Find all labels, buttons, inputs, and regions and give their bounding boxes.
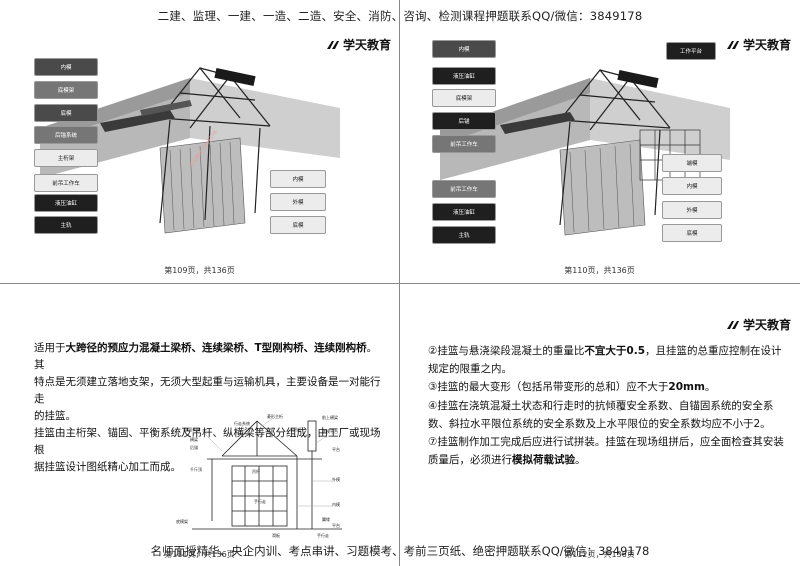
page-number: 第109页，共136页: [164, 266, 235, 275]
label-work-platform: 工作平台: [666, 42, 716, 60]
diagram-label: 吊杆: [252, 468, 260, 474]
label-inner-form-right: 内模: [270, 170, 326, 188]
label-bottom-form: 底模: [34, 104, 98, 122]
slide-109: 学天教育 学天教育 3849178 内模 底模架 底模 后锚系统 主桁架 前吊工…: [0, 0, 399, 283]
text-line-5: 据挂篮设计图纸精心加工而成。: [34, 461, 181, 473]
hanging-basket-photo: 学天教育 3849178: [40, 67, 340, 234]
brand-mark-icon: [726, 320, 739, 329]
footer-note: 名师面授精华、央企内训、考点串讲、习题模考、考前三页纸、绝密押题联系QQ/微信：…: [150, 544, 650, 558]
label-main-truss: 主桁架: [34, 149, 98, 167]
diagram-label: 底模平台: [322, 428, 338, 434]
diagram-label: 后锚: [190, 444, 198, 450]
diagram-label: 行走系统: [234, 420, 250, 426]
diagram-label: 手行走: [254, 498, 266, 504]
text-line-1: 适用于大跨径的预应力混凝土梁桥、连续梁桥、T型刚构桥、连续刚构桥。其: [34, 342, 378, 371]
brand-mark-icon: [326, 40, 339, 49]
label-front-hanger-a: 前吊工作车: [432, 135, 496, 153]
diagram-label: 底模架: [176, 518, 188, 524]
label-outer-form-right: 外模: [662, 201, 722, 219]
diagram-label: 菱形主桁: [267, 413, 283, 419]
diagram-label: 平台: [332, 522, 340, 528]
label-main-rail: 主轨: [432, 226, 496, 244]
requirement-safety-factors: ④挂篮在浇筑混凝土状态和行走时的抗倾覆安全系数、自锚固系统的安全系数、斜拉水平限…: [428, 399, 774, 430]
label-hydraulic-cylinder: 液压油缸: [432, 203, 496, 221]
diagram-label: 翼缘: [322, 516, 330, 522]
page-number: 第112页，共136页: [564, 550, 635, 559]
label-end-form: 端模: [662, 154, 722, 172]
requirement-max-deformation: ③挂篮的最大变形（包括吊带变形的总和）应不大于20mm。: [428, 381, 716, 394]
label-front-hanger-b: 前吊工作车: [432, 180, 496, 198]
label-inner-form-right: 内模: [662, 177, 722, 195]
diagram-label: 前吊杆: [290, 426, 302, 432]
intro-paragraph: 适用于大跨径的预应力混凝土梁桥、连续梁桥、T型刚构桥、连续刚构桥。其 特点是无须…: [34, 340, 384, 476]
label-bottom-form-right: 底模: [662, 224, 722, 242]
text-line-3: 的挂篮。: [34, 410, 76, 422]
diagram-label: 千斤顶: [190, 466, 202, 472]
text-line-2: 特点是无须建立落地支架，无须大型起重与运输机具，主要设备是一对能行走: [34, 376, 381, 405]
label-hydraulic-cylinder: 液压油缸: [34, 194, 98, 212]
brand-name: 学天教育: [742, 38, 791, 52]
label-bottom-form-frame: 底模架: [432, 89, 496, 107]
label-bottom-form-frame: 底模架: [34, 81, 98, 99]
requirements-text: ②挂篮与悬浇梁段混凝土的重量比不宜大于0.5，且挂篮的总重应控制在设计规定的限重…: [428, 342, 788, 469]
label-rear-anchor: 后锚系统: [34, 126, 98, 144]
slide-112: 学天教育 ②挂篮与悬浇梁段混凝土的重量比不宜大于0.5，且挂篮的总重应控制在设计…: [400, 284, 799, 566]
diagram-label: 前上横梁: [322, 414, 338, 420]
diagram-label: 锚固系统: [184, 426, 200, 432]
brand-logo: 学天教育: [726, 36, 791, 53]
label-hydraulic-cylinder-top: 液压油缸: [432, 67, 496, 85]
brand-mark-icon: [726, 40, 739, 49]
diagram-label: 手行走: [317, 532, 329, 538]
text-line-4: 挂篮由主桁架、锚固、平衡系统及吊杆、纵横梁等部分组成，由工厂或现场根: [34, 427, 381, 456]
brand-name: 学天教育: [742, 318, 791, 332]
diagram-label: 外模: [332, 476, 340, 482]
label-main-rail: 主轨: [34, 216, 98, 234]
label-inner-form: 内模: [34, 58, 98, 76]
label-inner-form: 内模: [432, 40, 496, 58]
diagram-label: 滑板: [272, 532, 280, 538]
hanging-basket-diagram: 菱形主桁 行走系统 锚固系统 横梁 后锚 前吊杆 前上横梁 底模平台 平台 外模…: [176, 413, 342, 538]
brand-logo: 学天教育: [326, 36, 391, 53]
brand-logo: 学天教育: [726, 316, 791, 333]
diagram-label: 平台: [332, 446, 340, 452]
requirement-weight-ratio: ②挂篮与悬浇梁段混凝土的重量比不宜大于0.5，且挂篮的总重应控制在设计规定的限重…: [428, 345, 782, 376]
brand-name: 学天教育: [342, 38, 391, 52]
diagram-label: 内模: [332, 501, 340, 507]
diagram-label: 横梁: [190, 436, 198, 442]
label-outer-form-right: 外模: [270, 193, 326, 211]
label-front-hanger: 前吊工作车: [34, 174, 98, 192]
slide-110: 学天教育 内模 液压油缸 底模架 后锚 前吊工作车 前吊工作车 液压油缸 主轨: [400, 0, 799, 283]
divider-horizontal: [0, 283, 800, 284]
label-rear-anchor: 后锚: [432, 112, 496, 130]
label-bottom-form-right: 底模: [270, 216, 326, 234]
slide-111: 适用于大跨径的预应力混凝土梁桥、连续梁桥、T型刚构桥、连续刚构桥。其 特点是无须…: [0, 284, 399, 566]
page-number: 第110页，共136页: [564, 266, 635, 275]
requirement-trial-assembly: ⑦挂篮制作加工完成后应进行试拼装。挂篮在现场组拼后，应全面检查其安装质量后，必须…: [428, 436, 784, 467]
page-number: 第111页，共136页: [164, 550, 235, 559]
